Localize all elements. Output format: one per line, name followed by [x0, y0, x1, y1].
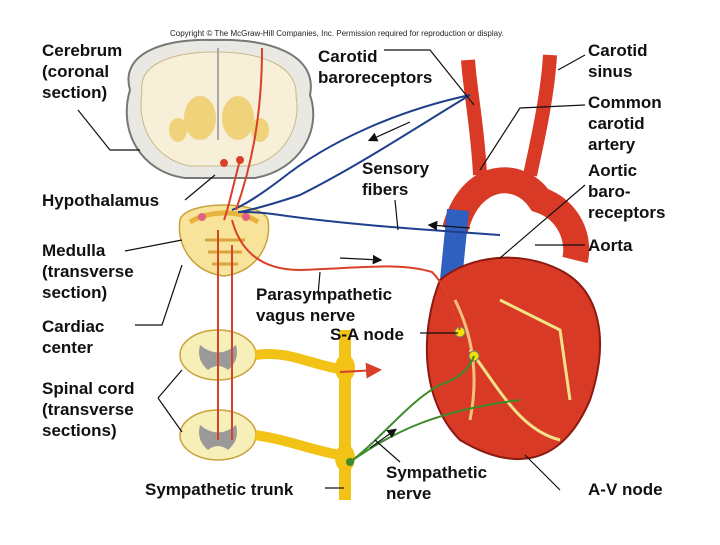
parasympathetic-paths: [217, 47, 461, 440]
label-aorta: Aorta: [588, 236, 633, 255]
label-sympathetic-trunk: Sympathetic trunk: [145, 480, 294, 499]
spinal-cord-illustration: [179, 329, 355, 500]
leader-lines: [77, 49, 586, 491]
label-av-node: A-V node: [588, 480, 663, 499]
copyright-notice: Copyright © The McGraw-Hill Companies, I…: [170, 29, 504, 38]
label-sa-node: S-A node: [330, 325, 404, 344]
direction-arrows: [339, 121, 471, 449]
label-hypothalamus: Hypothalamus: [42, 191, 160, 210]
sympathetic-nerve-paths: [349, 355, 521, 463]
sensory-fibers-paths: [231, 94, 501, 236]
cerebrum-illustration: [125, 38, 315, 179]
medulla-illustration: [178, 204, 270, 277]
heart-illustration: [425, 54, 601, 460]
sympathetic-ganglion: [346, 458, 354, 466]
